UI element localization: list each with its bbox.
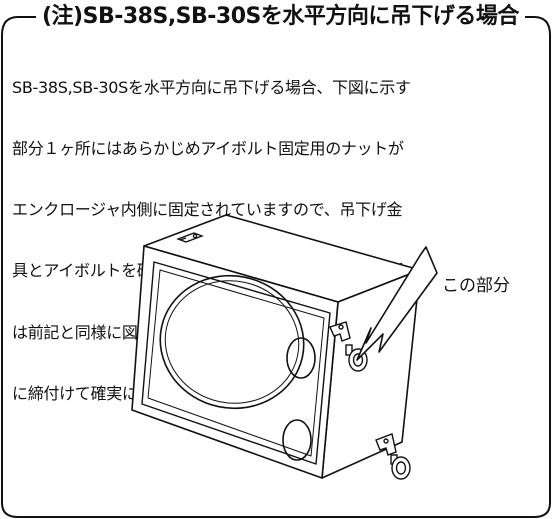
callout-arrow xyxy=(356,246,438,361)
baffle-inner-edge-2 xyxy=(147,269,325,457)
body-line: 部分１ヶ所にはあらかじめアイボルト固定用のナットが xyxy=(12,139,404,159)
woofer-opening xyxy=(159,274,305,410)
callout-label: この部分 xyxy=(442,276,510,296)
notice-title: (注)SB-38S,SB-30Sを水平方向に吊下げる場合 xyxy=(36,2,525,32)
enclosure-front-face xyxy=(131,245,339,479)
body-line: SB-38S,SB-30Sを水平方向に吊下げる場合、下図に示す xyxy=(12,77,411,97)
lower-bracket-eyebolt xyxy=(375,433,411,480)
port-opening-lower xyxy=(282,419,312,461)
woofer-opening-rim xyxy=(164,280,300,404)
port-opening-upper xyxy=(286,337,316,379)
top-bracket xyxy=(176,232,204,243)
body-line: エンクロージャ内側に固定されていますので、吊下げ金 xyxy=(12,200,403,220)
baffle-inner-edge xyxy=(141,261,331,465)
